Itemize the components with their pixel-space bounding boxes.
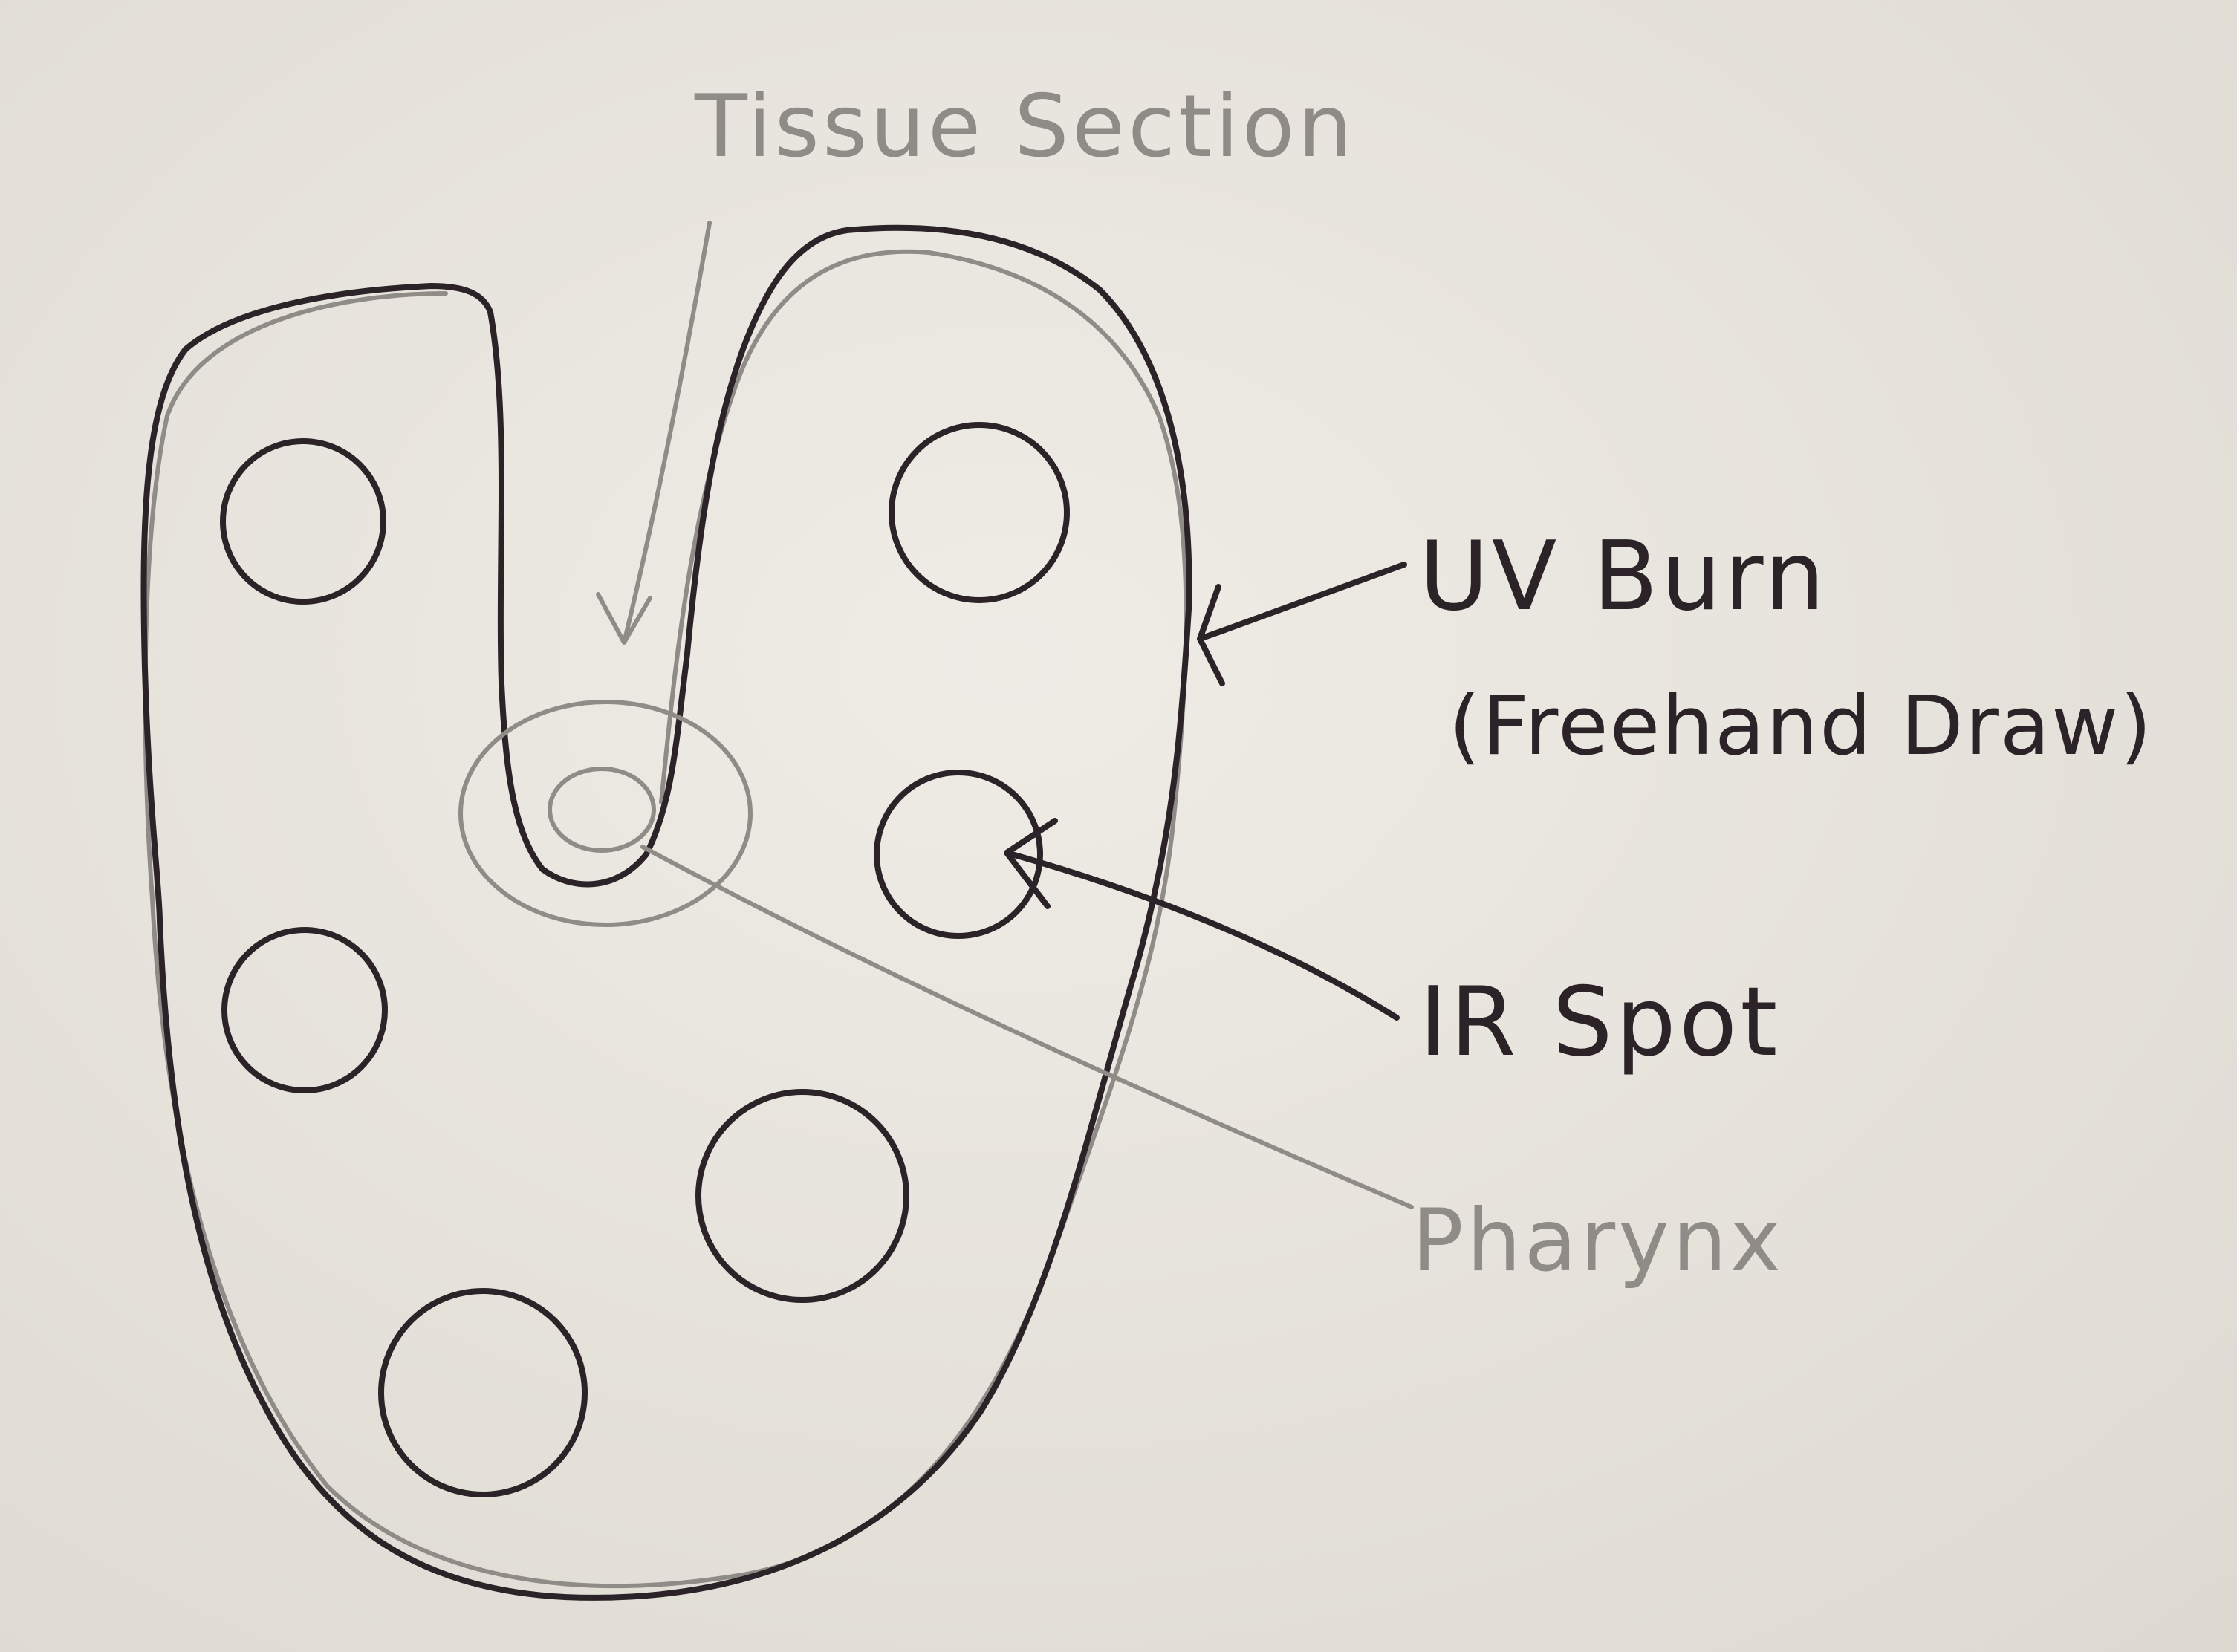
pharynx-label: Pharynx xyxy=(1412,1191,1784,1291)
pharynx-outer-ring xyxy=(458,700,753,927)
ir-spot-circle xyxy=(889,422,1070,603)
uv-burn-label: UV Burn xyxy=(1419,521,1828,632)
ir-spot-arrow xyxy=(1004,818,1400,1021)
pharynx-leader-line xyxy=(640,845,1414,1209)
uv-burn-note-label: (Freehand Draw) xyxy=(1449,678,2153,773)
pharynx-inner-ring xyxy=(548,767,656,853)
tissue-section-label: Tissue Section xyxy=(694,77,1355,177)
uv-burn-arrow xyxy=(1197,562,1407,686)
tissue-section-outline xyxy=(140,224,1192,1601)
ir-spot-circle xyxy=(220,438,386,605)
ir-spot-circle xyxy=(378,1288,588,1497)
ir-spot-label: IR Spot xyxy=(1419,967,1780,1078)
ir-spot-circle xyxy=(695,1089,909,1303)
ir-spot-circle xyxy=(221,927,388,1093)
tissue-section-arrow xyxy=(596,221,712,645)
ir-spot-circle xyxy=(874,770,1043,939)
